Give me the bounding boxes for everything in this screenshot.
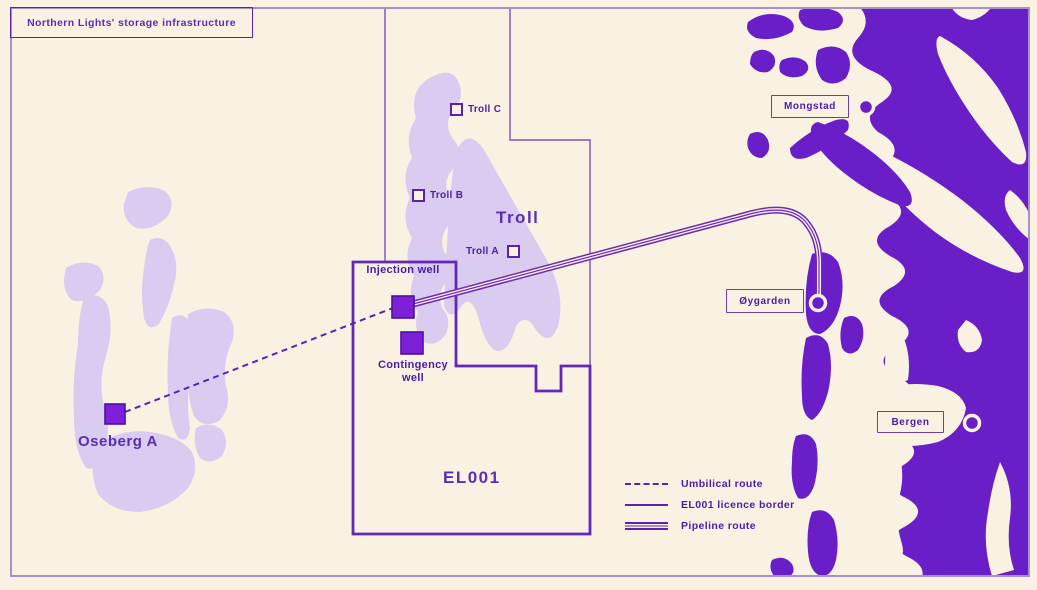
norway-coast xyxy=(747,8,1029,576)
troll-field-shape xyxy=(405,72,561,351)
legend-item-umbilical: Umbilical route xyxy=(625,478,795,490)
legend: Umbilical route EL001 licence border Pip… xyxy=(625,478,795,532)
legend-item-licence-border: EL001 licence border xyxy=(625,499,795,511)
legend-item-pipeline: Pipeline route xyxy=(625,520,795,532)
troll-a-label: Troll A xyxy=(466,246,499,257)
licence-border-upper-lines xyxy=(384,8,591,366)
troll-b-marker xyxy=(412,189,425,202)
troll-a-marker xyxy=(507,245,520,258)
map-frame xyxy=(10,7,1030,577)
mongstad-label: Mongstad xyxy=(771,95,849,118)
troll-b-label: Troll B xyxy=(430,190,464,201)
pipeline-route-line xyxy=(412,206,823,308)
legend-label-pipeline: Pipeline route xyxy=(681,520,757,532)
umbilical-route-line xyxy=(124,305,399,413)
oseberg-a-label: Oseberg A xyxy=(78,433,158,450)
mongstad-dot xyxy=(856,97,876,117)
el001-licence-border xyxy=(351,260,592,536)
oygarden-label: Øygarden xyxy=(726,289,804,313)
dashed-line-swatch-icon xyxy=(625,483,668,485)
map-title: Northern Lights' storage infrastructure xyxy=(27,16,236,29)
oseberg-field-shape xyxy=(64,187,234,512)
islands xyxy=(747,8,912,576)
bergen-label: Bergen xyxy=(877,411,944,433)
troll-c-marker xyxy=(450,103,463,116)
oygarden-dot xyxy=(808,293,828,313)
bergen-dot xyxy=(962,413,982,433)
troll-c-label: Troll C xyxy=(468,104,502,115)
fjords xyxy=(866,8,1029,576)
map-title-box: Northern Lights' storage infrastructure xyxy=(10,7,253,38)
contingency-well-marker xyxy=(400,331,424,355)
solid-line-swatch-icon xyxy=(625,504,668,506)
troll-field-label: Troll xyxy=(496,208,540,227)
el001-label: EL001 xyxy=(443,468,501,487)
injection-well-label: Injection well xyxy=(366,264,440,276)
double-line-swatch-icon xyxy=(625,522,668,530)
legend-label-licence-border: EL001 licence border xyxy=(681,499,795,511)
oseberg-a-marker xyxy=(104,403,126,425)
contingency-well-label: Contingency well xyxy=(378,359,448,385)
legend-label-umbilical: Umbilical route xyxy=(681,478,763,490)
injection-well-marker xyxy=(391,295,415,319)
